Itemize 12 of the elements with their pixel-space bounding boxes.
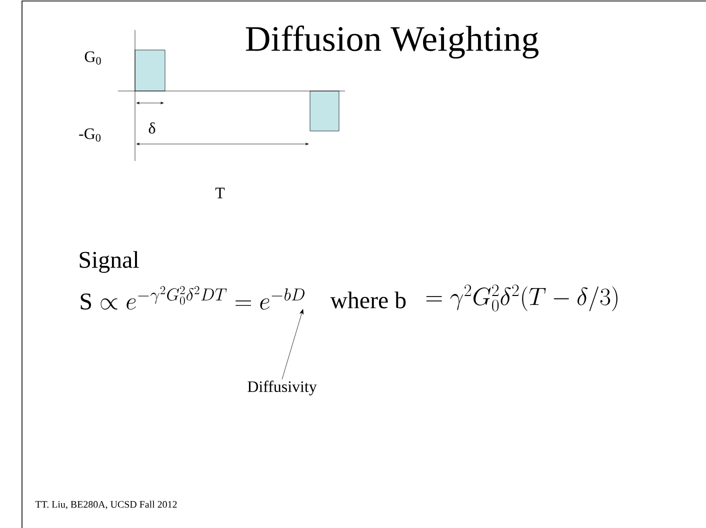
axis-label: -G$_{0}$: [79, 128, 101, 142]
axis-label: G$_{0}$: [84, 51, 101, 65]
dimension-label: δ: [148, 122, 156, 134]
title: Diffusion Weighting: [246, 26, 538, 58]
section-heading: Signal: [80, 251, 139, 273]
formula: $= \gamma^2 G_0^2 \delta^2 (T - \delta/3)$: [426, 284, 618, 312]
text: where b: [330, 292, 406, 308]
footer-text: TT. Liu, BE280A, UCSD Fall 2012: [35, 500, 177, 510]
formula: $\mathrm{S} \propto e^{-\gamma^2 G_0^2 \delta^2 DT} = e^{-bD}$: [80, 286, 304, 310]
dimension-label: T: [215, 188, 225, 198]
annotation-text: Diffusivity: [248, 380, 317, 396]
leader-line: [282, 309, 304, 380]
